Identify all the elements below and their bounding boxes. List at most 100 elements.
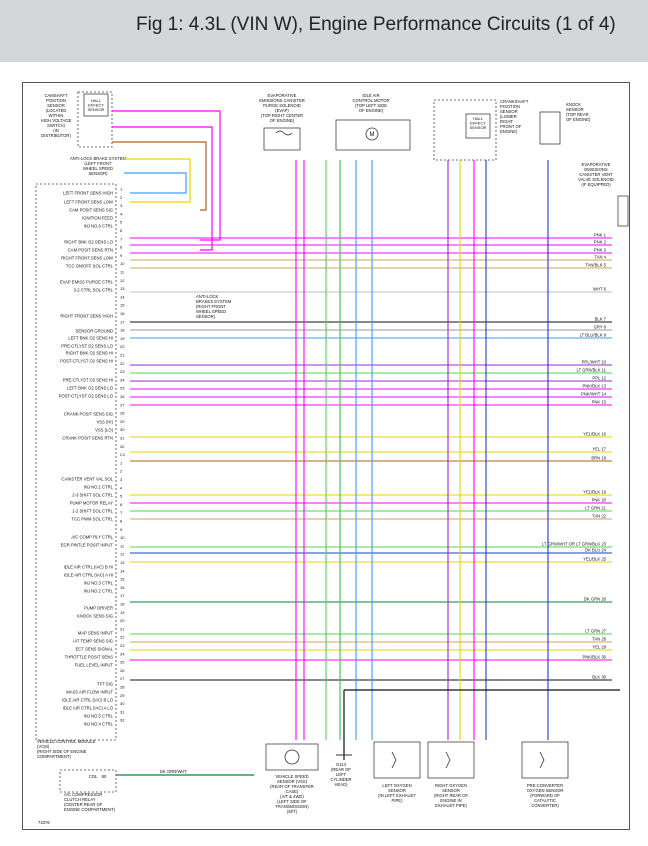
crank-title: POSITION [500,104,520,109]
iac-title: CONTROL MOTOR [353,98,390,103]
vcm-pin-label: RIGHT BNK O2 SENS HI [66,351,113,356]
hall-sensor-label: EFFECT [88,103,104,108]
vcm-pin-number: 5 [120,494,123,499]
vcm-pin-label: IDLE AIR CTRL (IAC) A HI [64,573,113,578]
vcm-pin-number: 3 [120,203,123,208]
vcm-pin-number: 16 [120,585,125,590]
evap-title: OF ENGINE) [270,118,295,123]
iac-title: IDLE AIR [362,93,379,98]
motor-icon [365,127,379,141]
vcm-pin-number: 9 [120,527,123,532]
vent-title: VALVE SOLENOID [578,177,614,182]
lo2-title: LEFT OXYGEN [382,783,411,788]
vcm-pin-number: 8 [120,519,123,524]
cam-sensor-title: HIGH VOLTAGE [41,118,72,123]
vcm-pin-label: IDLE AIR CTRL (IAC) A LO [63,706,114,711]
vcm-pin-label: EVAP EMISS PURGE CTRL [60,280,114,285]
vcm-pin-number: 5 [120,220,123,225]
right-wire-label: PNK/BLK 13 [582,384,606,389]
po2-box [521,741,569,779]
vcm-title: (RIGHT SIDE OF ENGINE [37,749,87,754]
right-wire-label: TAN 22 [592,514,607,519]
vcm-pin-label: 1-2 SHIFT SOL CTRL [72,509,113,514]
knock-title: (TOP REAR [566,112,589,117]
vcm-pin-label: TCC PWM SOL CTRL [72,517,114,522]
vcm-pin-number: 32 [120,444,125,449]
wire-label: DK GRN/WHT [160,769,187,774]
ro2-title: ENGINE IN [440,798,461,803]
knock-title: OF ENGINE) [566,117,591,122]
right-wire-label: YEL/BLK 19 [583,490,606,495]
vcm-pin-number: 1 [120,187,123,192]
vcm-pin-number: 9 [120,253,123,258]
cam-sensor-title: SWITCH) [47,123,66,128]
wire-brnwht [112,141,207,211]
right-wire-label: YEL/BLK 25 [583,557,606,562]
g114-title: (REAR OF [331,767,351,772]
vcm-pin-label: KNOCK SENS SIG [77,614,113,619]
vcm-pin-number: 31 [120,436,125,441]
vcm-pin-number: 18 [120,602,125,607]
vcm-title: COMPARTMENT) [37,754,71,759]
right-wire-label: GRY 8 [594,325,607,330]
abs-lf-title: ANTI-LOCK BRAKE SYSTEM [70,156,127,161]
vcm-pin-label: EGR PINTLE POSIT INPUT [61,543,114,548]
crank-title: SENSOR [500,109,518,114]
crank-hall-box [465,113,491,139]
right-wire-label: PNK 1 [594,233,607,238]
ro2-title: RIGHT OXYGEN [435,783,467,788]
vent-title: CANISTER VENT [579,172,613,177]
vcm-pin-number: 32 [120,718,125,723]
vcm-pin-label: MAP SENS INPUT [78,631,114,636]
iac-title: OF ENGINE) [359,108,384,113]
vcm-pin-number: 19 [120,610,125,615]
right-wire-label: YEL 29 [592,645,606,650]
vcm-pin-number: 25 [120,660,125,665]
cam-sensor-title: SENSOR [47,103,65,108]
vcm-pin-number: 12 [120,552,125,557]
vcm-pin-number: 21 [120,626,125,631]
vcm-box [35,183,117,741]
vcm-pin-number: 1 [120,460,123,465]
vcm-pin-number: 6 [120,228,123,233]
coil-icon [275,130,293,136]
vcm-pin-number: 20 [120,618,125,623]
vcm-pin-label: CANISTER VENT VAL SOL [61,477,113,482]
vcm-pin-number: 27 [120,402,125,407]
vcm-pin-number: 4 [120,211,123,216]
abs-lf-title: SENSOR) [88,171,108,176]
vcm-pin-number: 3 [120,477,123,482]
vcm-pin-label: SENSOR GROUND [76,329,113,334]
right-wire-label: TAN/BLK 5 [585,263,606,268]
vcm-pin-label: INJ NO.6 CTRL [84,224,114,229]
vcm-pin-label: FUEL LEVEL INPUT [75,663,114,668]
vcm-pin-label: RIGHT BNK O2 SENS LO [64,240,114,245]
vss-sensor-icon [284,749,300,765]
vcm-pin-number: 4 [120,485,123,490]
vcm-pin-number: 13 [120,286,125,291]
crank-title: ENGINE) [500,129,518,134]
vcm-pin-label: PUMP MOTOR RELAY [70,501,113,506]
right-wire-label: WHT 6 [593,287,607,292]
vss-title: (A/T & 4WD) [280,794,304,799]
right-wire-label: DK BLU 24 [585,548,607,553]
crank-title: CRANKSHAFT [500,99,529,104]
vcm-pin-number: 14 [120,568,125,573]
vcm-pin-number: C1 [120,452,126,457]
vent-title: EMISSIONS [584,167,607,172]
vcm-pin-label: INJ NO.5 CTRL [84,714,114,719]
cam-sensor-title: WITHIN [49,113,64,118]
vcm-pin-number: 10 [120,261,125,266]
cam-sensor-title: (IN [53,128,59,133]
evap-box [263,127,301,151]
vcm-pin-label: IAT TEMP SENS SIG [73,639,113,644]
vcm-pin-label: TFT SIG [97,682,113,687]
vcm-pin-number: 11 [120,543,125,548]
figure-header: Fig 1: 4.3L (VIN W), Engine Performance … [0,0,648,62]
vcm-pin-label: THROTTLE POSIT SENS [65,655,114,660]
right-wire-label: TAN 4 [594,255,606,260]
vcm-pin-label: PRE-CTLYST O2 SENS HI [63,378,113,383]
knock-title: SENSOR [566,107,584,112]
heater-icon [445,751,451,769]
right-wire-label: PNK/WHT 14 [581,392,607,397]
